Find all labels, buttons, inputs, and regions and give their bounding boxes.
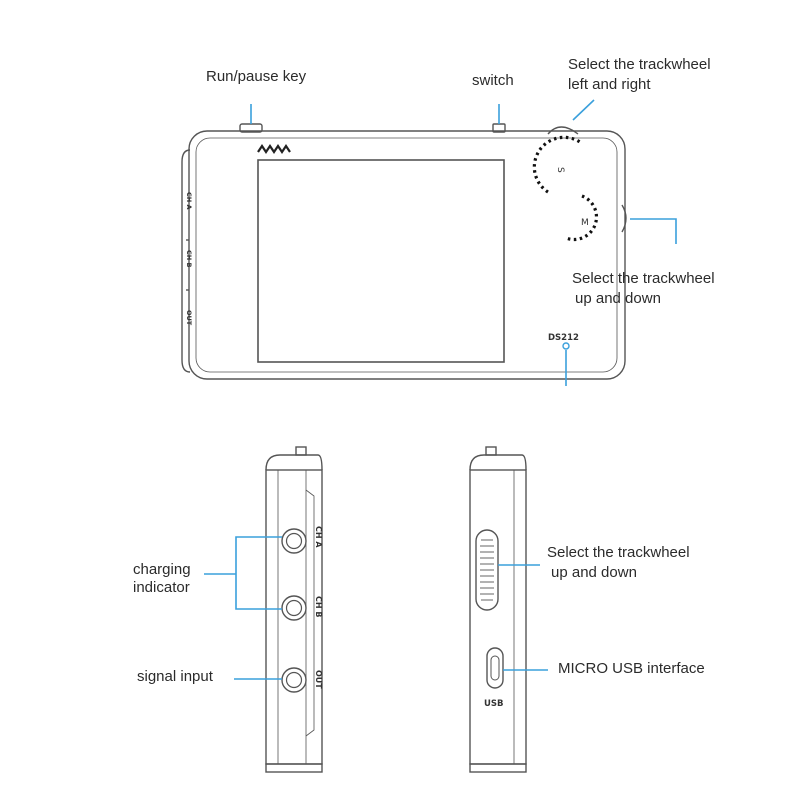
brand-logo-icon [257, 144, 291, 154]
label-run-pause-key: Run/pause key [206, 68, 307, 85]
callout-lines [204, 99, 677, 680]
side-port-out: OUT [314, 670, 323, 689]
side-ridge [305, 489, 315, 737]
side-top-cap [469, 454, 527, 471]
jack-ch-a-inner [285, 532, 303, 550]
label-trackwheel-ud-side-line1: Select the trackwheel [547, 544, 690, 561]
right-side-view [469, 446, 527, 773]
s-button-ring-icon [532, 135, 581, 194]
callout-trackwheel-ud-top [630, 218, 677, 244]
label-trackwheel-lr-line2: left and right [568, 76, 651, 93]
micro-usb-socket [490, 655, 500, 681]
label-trackwheel-ud-top-line1: Select the trackwheel [572, 270, 715, 287]
label-trackwheel-lr-line1: Select the trackwheel [568, 56, 711, 73]
label-signal-input: signal input [137, 668, 213, 685]
label-switch: switch [472, 72, 514, 89]
front-body-inner [195, 137, 618, 373]
front-view [181, 123, 627, 380]
label-trackwheel-ud-top-line2: up and down [575, 290, 661, 307]
side-top-cap [265, 454, 323, 471]
jack-ch-b-outer [281, 595, 307, 621]
side-top-button [295, 446, 307, 456]
usb-label: USB [484, 699, 504, 709]
model-label: DS212 [548, 333, 579, 343]
label-micro-usb: MICRO USB interface [558, 660, 705, 677]
jack-out-inner [285, 671, 303, 689]
label-charging-line1: charging [133, 561, 191, 578]
label-trackwheel-ud-side-line2: up and down [551, 564, 637, 581]
right-trackwheel-edge [621, 204, 627, 233]
front-port-out: OUT [185, 310, 193, 326]
callout-charging-bracket [235, 536, 282, 610]
trackwheel-ridges-icon [480, 539, 494, 601]
indicator-led [562, 342, 570, 350]
label-charging-line2: indicator [133, 579, 190, 596]
micro-usb-port [486, 647, 504, 689]
button-s-label: S [555, 167, 565, 173]
callout-trackwheel-lr [572, 99, 595, 121]
trackwheel-top-edge [547, 126, 579, 135]
front-port-ch-b: CH B [185, 250, 193, 267]
m-button-ring-icon [565, 194, 599, 242]
side-bottom-cap [265, 763, 323, 773]
side-bottom-cap [469, 763, 527, 773]
left-side-ridge [181, 149, 191, 373]
side-top-button [485, 446, 497, 456]
jack-out-outer [281, 667, 307, 693]
jack-ch-b-inner [285, 599, 303, 617]
side-trackwheel [475, 529, 499, 611]
screen [257, 159, 505, 363]
jack-ch-a-outer [281, 528, 307, 554]
left-side-view [265, 446, 323, 773]
front-port-ch-a: CH A [185, 192, 193, 210]
front-body-outer [188, 130, 626, 380]
button-m-label: M [581, 218, 589, 228]
side-port-ch-a: CH A [314, 526, 323, 548]
side-body [469, 469, 527, 765]
side-port-ch-b: CH B [314, 596, 323, 617]
